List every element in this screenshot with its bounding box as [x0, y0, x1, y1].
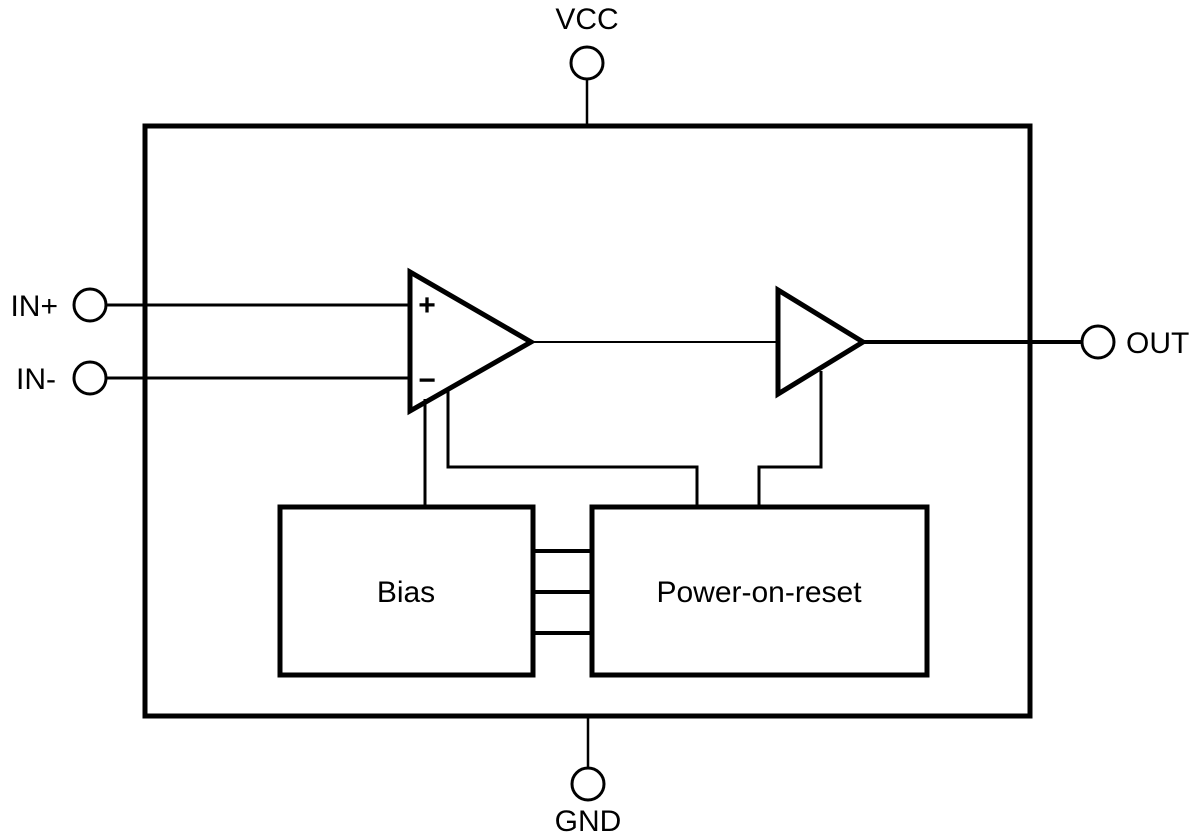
- in-plus-terminal-icon: [72, 287, 108, 323]
- gnd-terminal-icon: [570, 766, 606, 802]
- in-minus-pin-label: IN-: [16, 363, 56, 396]
- amp-plus-input-sign: +: [418, 289, 436, 322]
- bias-block-box: [277, 504, 536, 678]
- amp-to-por-wire: [446, 388, 699, 507]
- power-on-reset-block-label: Power-on-reset: [656, 576, 862, 609]
- amp-minus-input-sign: −: [418, 364, 436, 397]
- out-terminal-icon: [1080, 324, 1116, 360]
- output-buffer-icon: [775, 285, 868, 399]
- in-plus-pin-label: IN+: [10, 290, 58, 323]
- gnd-pin-label: GND: [555, 805, 622, 838]
- comparator-amp-icon: [407, 267, 537, 416]
- bias-block-label: Bias: [377, 576, 435, 609]
- vcc-pin-label: VCC: [555, 3, 618, 36]
- in-minus-terminal-icon: [72, 360, 108, 396]
- out-pin-label: OUT: [1126, 327, 1189, 360]
- vcc-terminal-icon: [569, 45, 605, 81]
- buffer-to-por-wire: [757, 371, 823, 507]
